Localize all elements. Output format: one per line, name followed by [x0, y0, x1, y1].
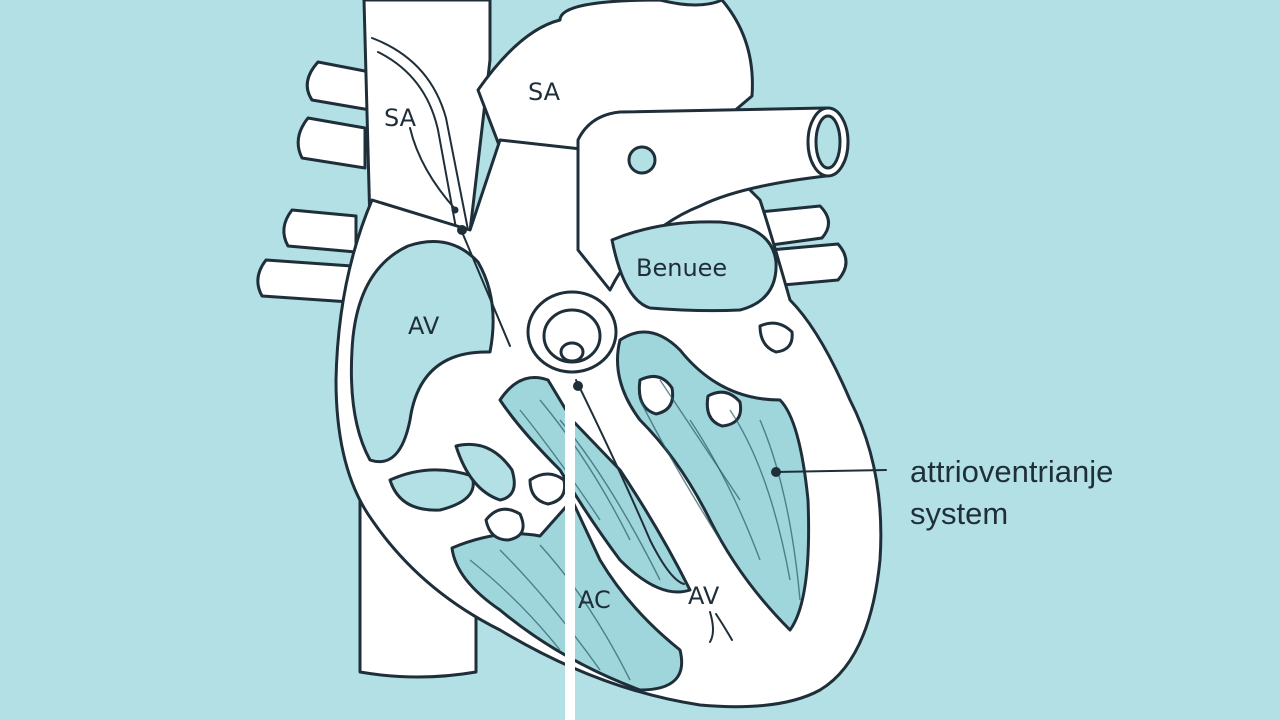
right-vessel-stubs — [758, 204, 848, 288]
label-benuee: Benuee — [636, 254, 727, 282]
septum-muscle — [498, 376, 692, 594]
pulmonary-lumen — [814, 114, 842, 170]
label-av-left: AV — [408, 312, 440, 340]
label-ac: AC — [578, 586, 611, 614]
pointer-line — [565, 384, 575, 720]
conduction-nodes — [451, 206, 781, 477]
callout-line — [775, 469, 887, 473]
right-atrium-chamber — [349, 240, 495, 463]
label-sa-top: SA — [528, 78, 561, 106]
valve-center — [559, 341, 585, 363]
conduction-path-upper-inner — [377, 51, 461, 251]
lower-chamber-mid — [454, 442, 516, 502]
side-label-line1: attrioventrianje — [910, 454, 1113, 489]
lower-chamber-left — [388, 468, 475, 512]
left-vessel-stubs — [256, 60, 372, 304]
vessel-opening — [627, 145, 657, 175]
label-sa-left: SA — [384, 104, 417, 132]
side-label-line2: system — [910, 496, 1008, 531]
muscle-fibers — [469, 379, 801, 681]
label-av-bottom: AV — [688, 582, 720, 610]
conduction-system — [409, 127, 733, 643]
conduction-path-upper — [371, 37, 471, 241]
left-atrium-chamber — [610, 220, 778, 313]
